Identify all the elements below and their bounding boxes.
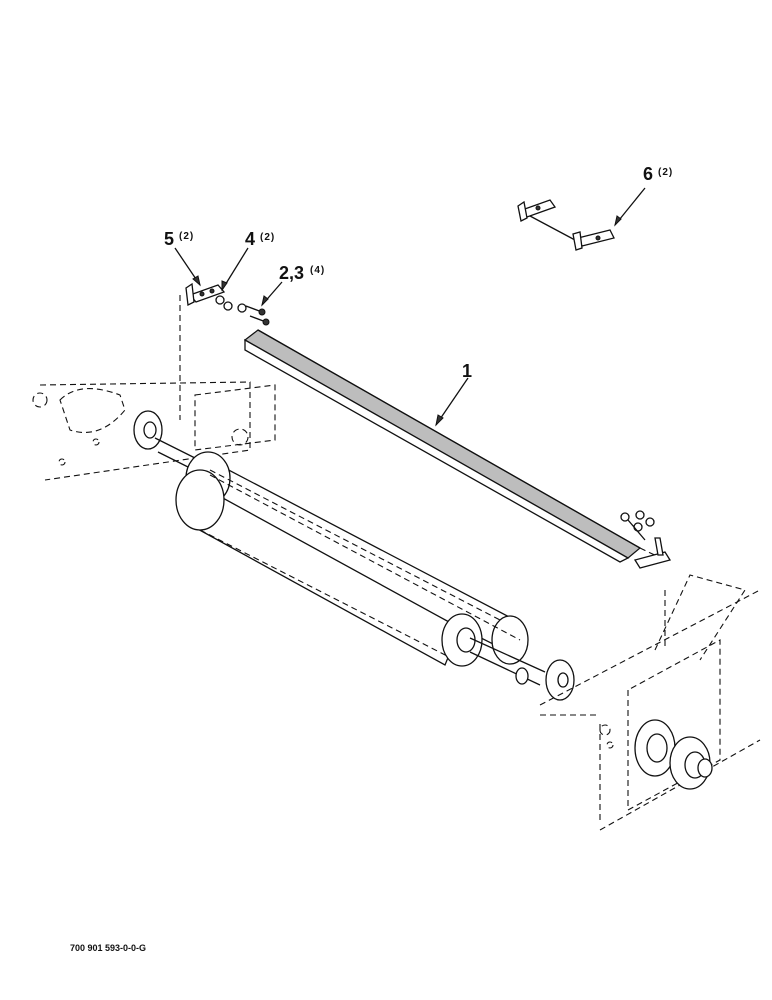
left-hardware	[215, 295, 270, 326]
loose-brackets	[517, 199, 615, 251]
callout-4: 4 (2)	[245, 229, 275, 249]
callout-5-number: 5	[164, 229, 174, 249]
callout-2-3-qty: (4)	[310, 265, 325, 276]
right-bearing-assembly	[634, 719, 713, 790]
callout-5: 5 (2)	[164, 229, 194, 249]
right-bracket	[620, 510, 672, 569]
left-side-frame	[32, 295, 276, 481]
leader-lines	[174, 187, 646, 427]
document-id: 700 901 593-0-0-G	[70, 943, 147, 953]
callout-6: 6 (2)	[643, 164, 673, 184]
roller-assembly	[154, 437, 546, 686]
right-sprocket	[545, 659, 575, 701]
callout-1-number: 1	[462, 361, 472, 381]
right-side-frame	[539, 574, 761, 831]
callout-4-number: 4	[245, 229, 255, 249]
callout-2-3-number: 2,3	[279, 263, 304, 283]
callout-1: 1	[462, 361, 472, 381]
callout-2-3: 2,3 (4)	[279, 263, 325, 283]
callout-4-qty: (2)	[260, 232, 275, 243]
stripper-bar	[243, 329, 666, 563]
callout-5-qty: (2)	[179, 231, 194, 242]
callout-6-qty: (2)	[658, 167, 673, 178]
left-sprocket	[133, 410, 163, 450]
callout-6-number: 6	[643, 164, 653, 184]
left-bracket	[185, 282, 226, 306]
